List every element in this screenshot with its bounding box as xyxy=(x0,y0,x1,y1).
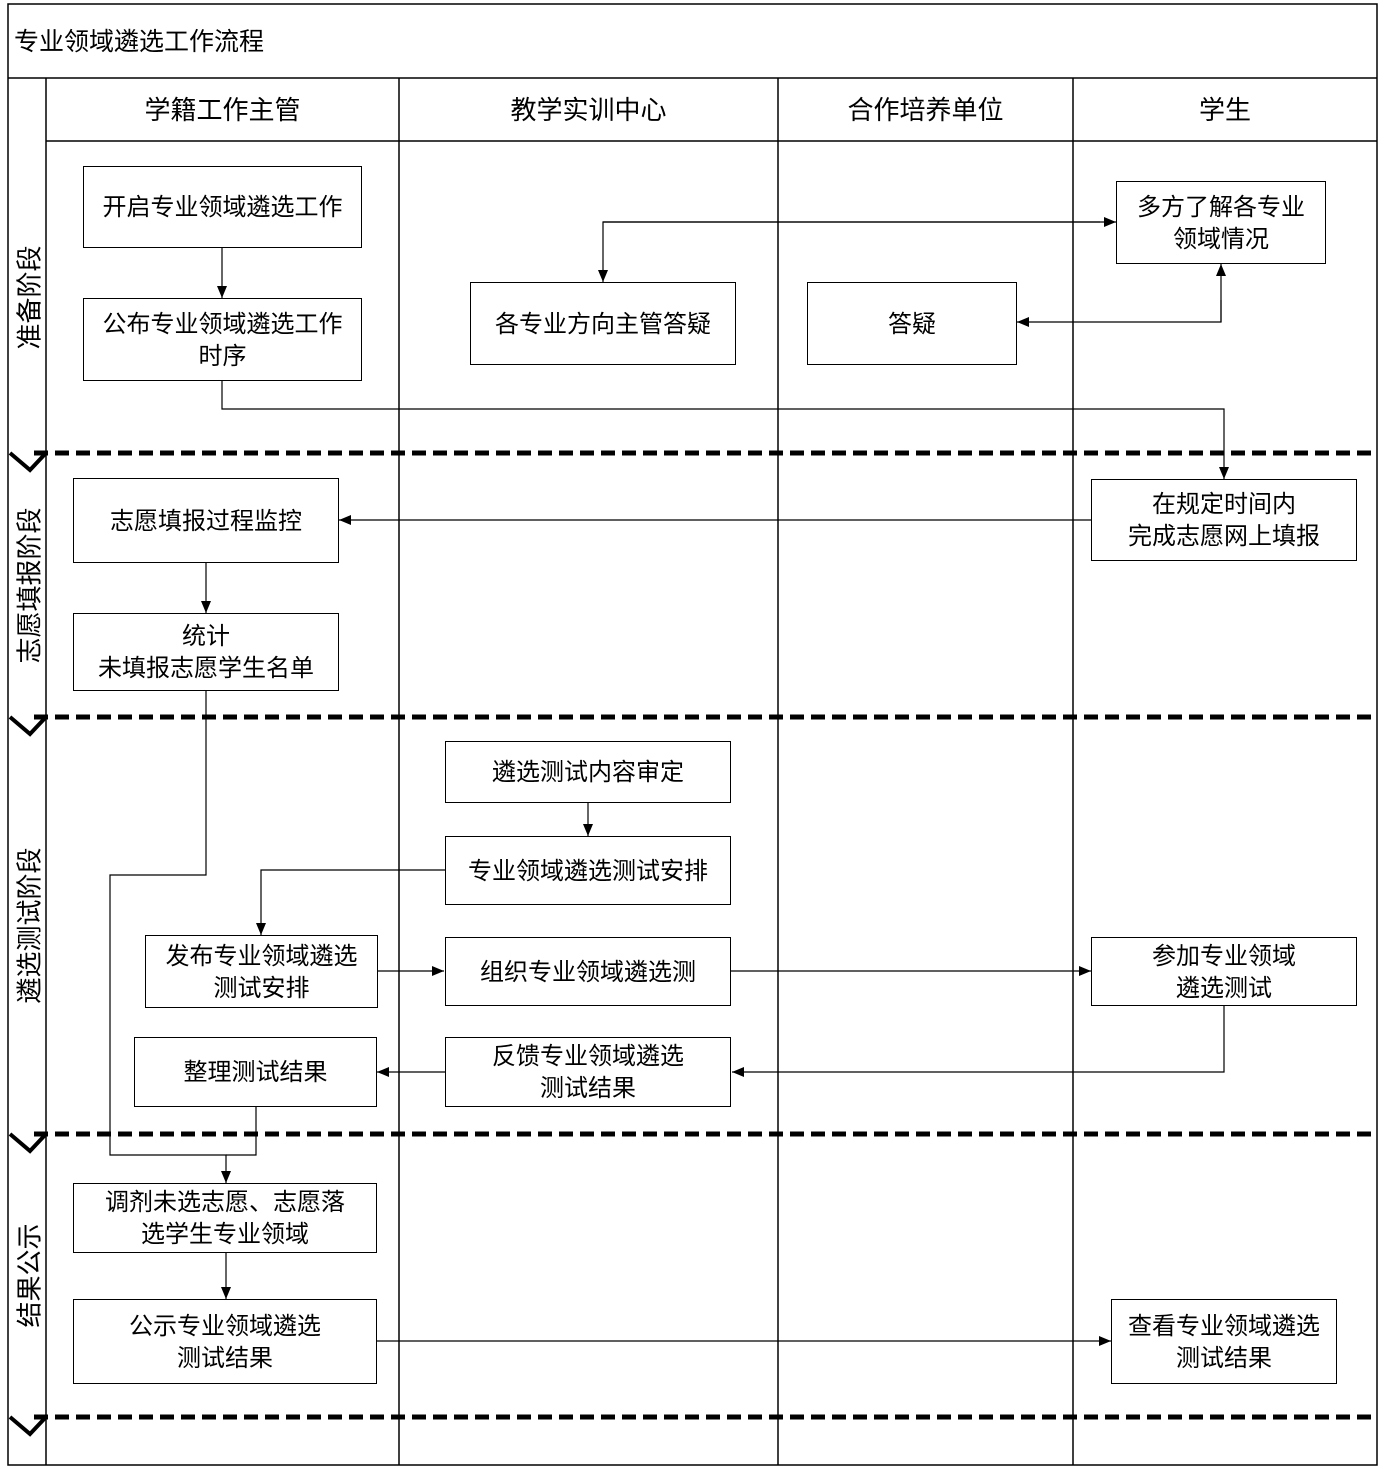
step-announce-results: 公示专业领域遴选 测试结果 xyxy=(73,1299,377,1384)
arrow-attend-to-feedback xyxy=(732,1006,1225,1077)
arrow-learn-to-director-qa xyxy=(598,221,1100,282)
phase-chevron-3 xyxy=(8,1132,48,1154)
arrow-publish-to-fill xyxy=(221,381,1229,479)
step-fill-online: 在规定时间内 完成志愿网上填报 xyxy=(1091,479,1357,561)
arrow-arrangement-to-publish xyxy=(256,869,445,935)
phase-label-testing: 遴选测试阶段 xyxy=(15,847,46,1004)
step-organize-results: 整理测试结果 xyxy=(134,1037,377,1107)
phase-label-announcement: 结果公示 xyxy=(15,1223,46,1328)
phase-label-preparation: 准备阶段 xyxy=(15,244,46,350)
step-publish-arrangement: 发布专业领域遴选 测试安排 xyxy=(145,935,378,1008)
step-review-content: 遴选测试内容审定 xyxy=(445,741,731,803)
lane-title-training-center: 教学实训中心 xyxy=(510,95,667,126)
lane-title-registrar: 学籍工作主管 xyxy=(144,95,301,126)
step-organize-test: 组织专业领域遴选测 xyxy=(445,937,731,1006)
step-monitor-filling: 志愿填报过程监控 xyxy=(73,478,339,563)
step-attend-test: 参加专业领域 遴选测试 xyxy=(1091,937,1357,1006)
phase-chevron-1 xyxy=(8,451,48,473)
lane-title-student: 学生 xyxy=(1198,95,1251,126)
outer-frame xyxy=(7,3,1378,1466)
step-learn-fields: 多方了解各专业 领域情况 xyxy=(1116,181,1326,264)
lane-title-partner: 合作培养单位 xyxy=(847,95,1004,126)
step-count-unfilled: 统计 未填报志愿学生名单 xyxy=(73,613,339,691)
step-partner-qa: 答疑 xyxy=(807,282,1017,365)
phase-chevron-2 xyxy=(8,715,48,737)
phase-label-filling: 志愿填报阶段 xyxy=(15,506,46,664)
step-director-qa: 各专业方向主管答疑 xyxy=(470,282,736,365)
flowchart-title: 专业领域遴选工作流程 xyxy=(14,27,265,56)
arrow-count-to-adjust xyxy=(109,691,231,1183)
step-feedback-results: 反馈专业领域遴选 测试结果 xyxy=(445,1037,731,1107)
step-adjust-fields: 调剂未选志愿、志愿落 选学生专业领域 xyxy=(73,1183,377,1253)
step-publish-schedule: 公布专业领域遴选工作 时序 xyxy=(83,298,362,381)
step-start-selection: 开启专业领域遴选工作 xyxy=(83,166,362,248)
arrow-results-to-adjust xyxy=(226,1107,257,1156)
phase-chevron-4 xyxy=(8,1415,48,1437)
step-view-results: 查看专业领域遴选 测试结果 xyxy=(1111,1299,1337,1384)
step-test-arrangement: 专业领域遴选测试安排 xyxy=(445,836,731,905)
arrow-learn-to-partner-qa xyxy=(1017,300,1222,327)
